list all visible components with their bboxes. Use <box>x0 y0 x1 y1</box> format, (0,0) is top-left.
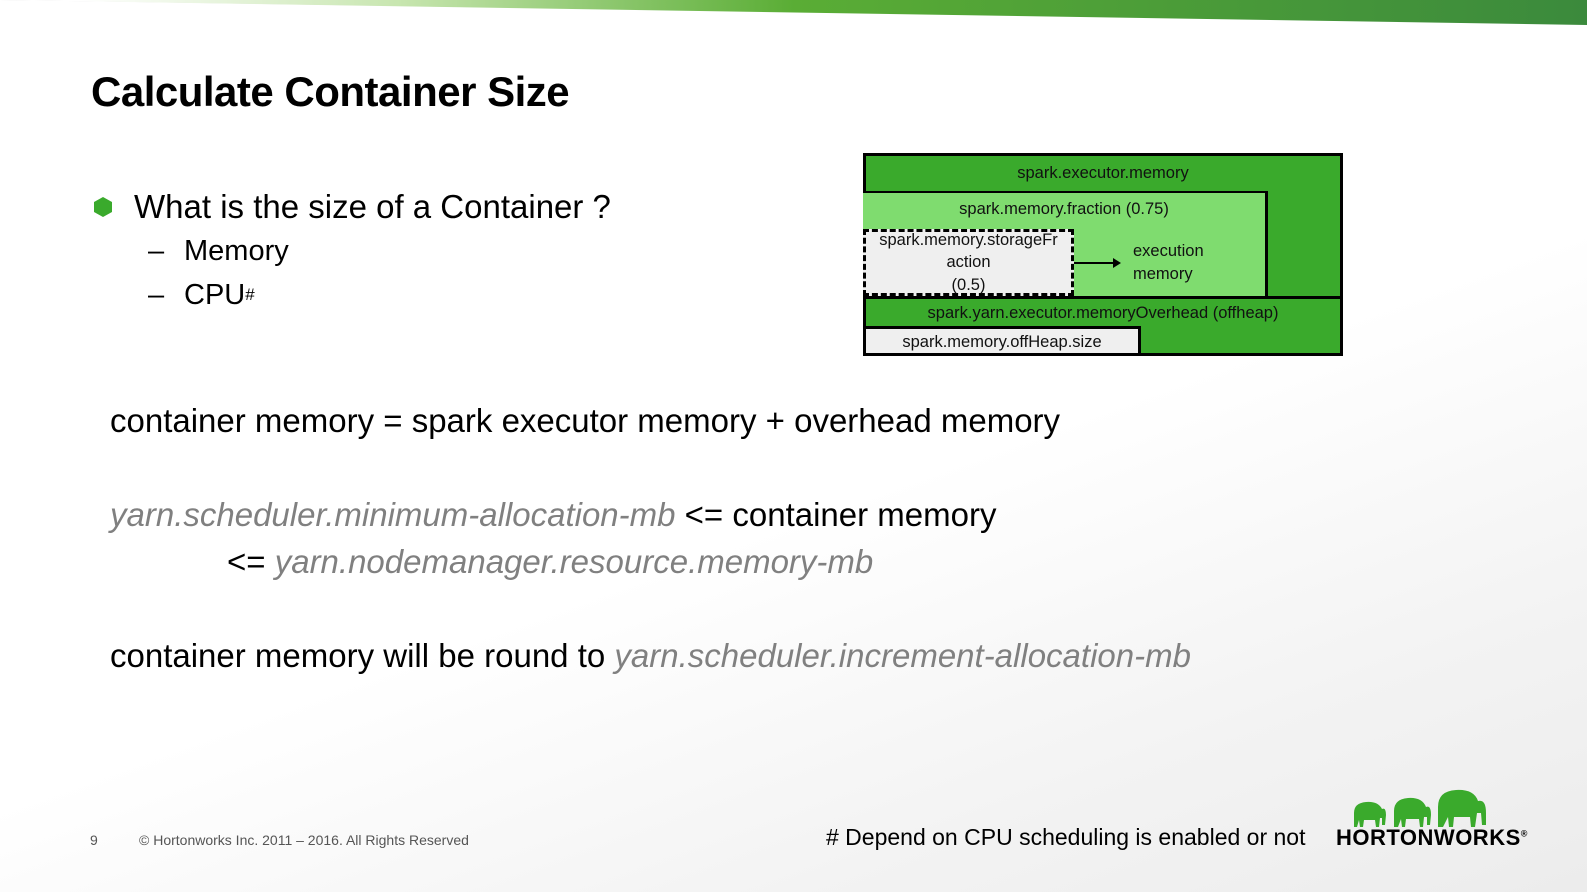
execution-memory-label: execution memory <box>1133 239 1258 287</box>
elephants-icon <box>1354 789 1486 827</box>
param-nodemanager-memory: yarn.nodemanager.resource.memory-mb <box>274 543 874 580</box>
equation-text: <= container memory <box>675 496 997 533</box>
equation-operator: <= <box>227 543 275 580</box>
registered-mark: ® <box>1520 828 1528 839</box>
offheap-size-label: spark.memory.offHeap.size <box>902 332 1102 351</box>
logo-wordmark: HORTONWORKS® <box>1336 825 1528 851</box>
sub-bullet-text: Memory <box>184 234 289 267</box>
offheap-size-box: spark.memory.offHeap.size <box>863 326 1141 356</box>
execution-label-2: memory <box>1133 265 1193 283</box>
top-green-band <box>0 0 1587 28</box>
storage-fraction-label-2: action <box>946 253 991 272</box>
execution-label-1: execution <box>1133 241 1204 260</box>
footnote: # Depend on CPU scheduling is enabled or… <box>826 824 1306 850</box>
equation-min-allocation: yarn.scheduler.minimum-allocation-mb <= … <box>110 496 996 534</box>
param-increment-allocation: yarn.scheduler.increment-allocation-mb <box>614 637 1191 674</box>
bullet-list: What is the size of a Container ? – Memo… <box>94 185 611 317</box>
sub-bullet-memory: – Memory <box>148 229 611 273</box>
equation-text: container memory will be round to <box>110 637 615 674</box>
storage-fraction-label-3: (0.5) <box>951 275 986 294</box>
hortonworks-logo: HORTONWORKS® <box>1336 785 1527 855</box>
equation-container-memory: container memory = spark executor memory… <box>110 402 1061 439</box>
slide-title: Calculate Container Size <box>91 68 570 115</box>
logo-text: HORTONWORKS <box>1336 825 1521 850</box>
sub-bullet-cpu: – CPU# <box>148 273 611 317</box>
copyright: © Hortonworks Inc. 2011 – 2016. All Righ… <box>139 832 469 848</box>
memory-fraction-label: spark.memory.fraction (0.75) <box>959 200 1169 218</box>
arrow-right-icon <box>1074 258 1121 268</box>
memory-diagram: spark.executor.memory spark.memory.fract… <box>863 153 1343 356</box>
bullet-item: What is the size of a Container ? <box>94 185 611 229</box>
equation-rounding: container memory will be round to yarn.s… <box>110 637 1191 675</box>
sub-bullet-text: CPU <box>184 278 246 311</box>
equation-max-allocation: <= yarn.nodemanager.resource.memory-mb <box>227 543 873 581</box>
dash-marker: – <box>148 278 165 311</box>
hexagon-bullet-icon <box>94 197 112 217</box>
param-min-allocation: yarn.scheduler.minimum-allocation-mb <box>110 496 676 533</box>
footnote-marker: # <box>245 285 255 304</box>
executor-memory-label: spark.executor.memory <box>1017 164 1189 182</box>
page-number: 9 <box>90 832 98 848</box>
dash-marker: – <box>148 234 165 267</box>
storage-fraction-box: spark.memory.storageFr action (0.5) <box>863 229 1074 296</box>
memory-overhead-label: spark.yarn.executor.memoryOverhead (offh… <box>927 304 1279 322</box>
storage-fraction-label-1: spark.memory.storageFr <box>879 231 1058 250</box>
bullet-text: What is the size of a Container ? <box>134 188 611 225</box>
